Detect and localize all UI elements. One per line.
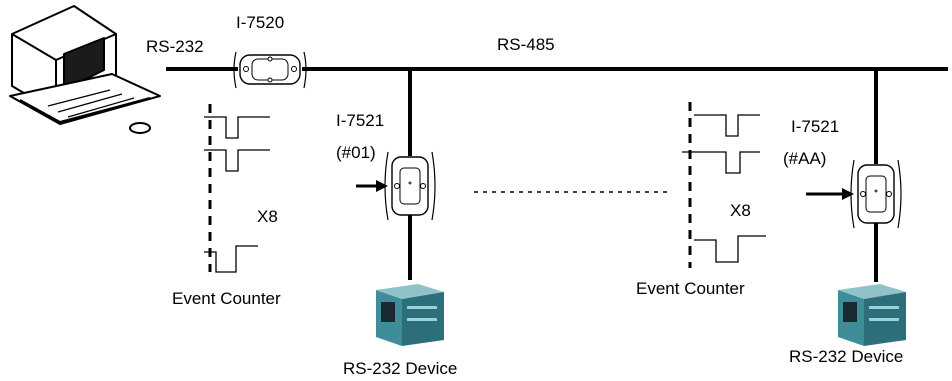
label-rs232-top: RS-232 (146, 37, 204, 56)
label-i7521-left-name: I-7521 (336, 111, 384, 130)
label-rs485: RS-485 (497, 35, 555, 54)
label-event-counter-right: Event Counter (636, 279, 745, 298)
rs232-device-right-image (838, 284, 906, 346)
label-i7520: I-7520 (236, 13, 284, 32)
i7520-module (233, 51, 307, 89)
label-device-right: RS-232 Device (789, 347, 903, 366)
pulse-1-right (694, 114, 760, 137)
label-i7521-left-addr: (#01) (336, 143, 376, 162)
event-counter-right-signals (682, 102, 766, 268)
pulse-1-left (204, 116, 270, 139)
pulse-2-right (682, 151, 760, 174)
rs232-device-left-image (376, 284, 444, 346)
bus-wiring (166, 67, 948, 282)
pulse-3-left (204, 245, 258, 273)
event-arrow-left (356, 180, 388, 192)
label-event-counter-left: Event Counter (172, 289, 281, 308)
i7521-left-module (384, 151, 436, 221)
label-device-left: RS-232 Device (343, 359, 457, 378)
label-x8-right: X8 (730, 201, 751, 220)
pulse-3-right (694, 235, 766, 263)
pulse-2-left (204, 149, 270, 172)
event-arrow-right (806, 188, 854, 200)
label-i7521-right-name: I-7521 (791, 117, 839, 136)
pc-icon (9, 5, 161, 134)
event-counter-left-signals (204, 104, 270, 273)
label-i7521-right-addr: (#AA) (783, 149, 826, 168)
i7521-right-module (850, 159, 902, 229)
label-x8-left: X8 (257, 207, 278, 226)
